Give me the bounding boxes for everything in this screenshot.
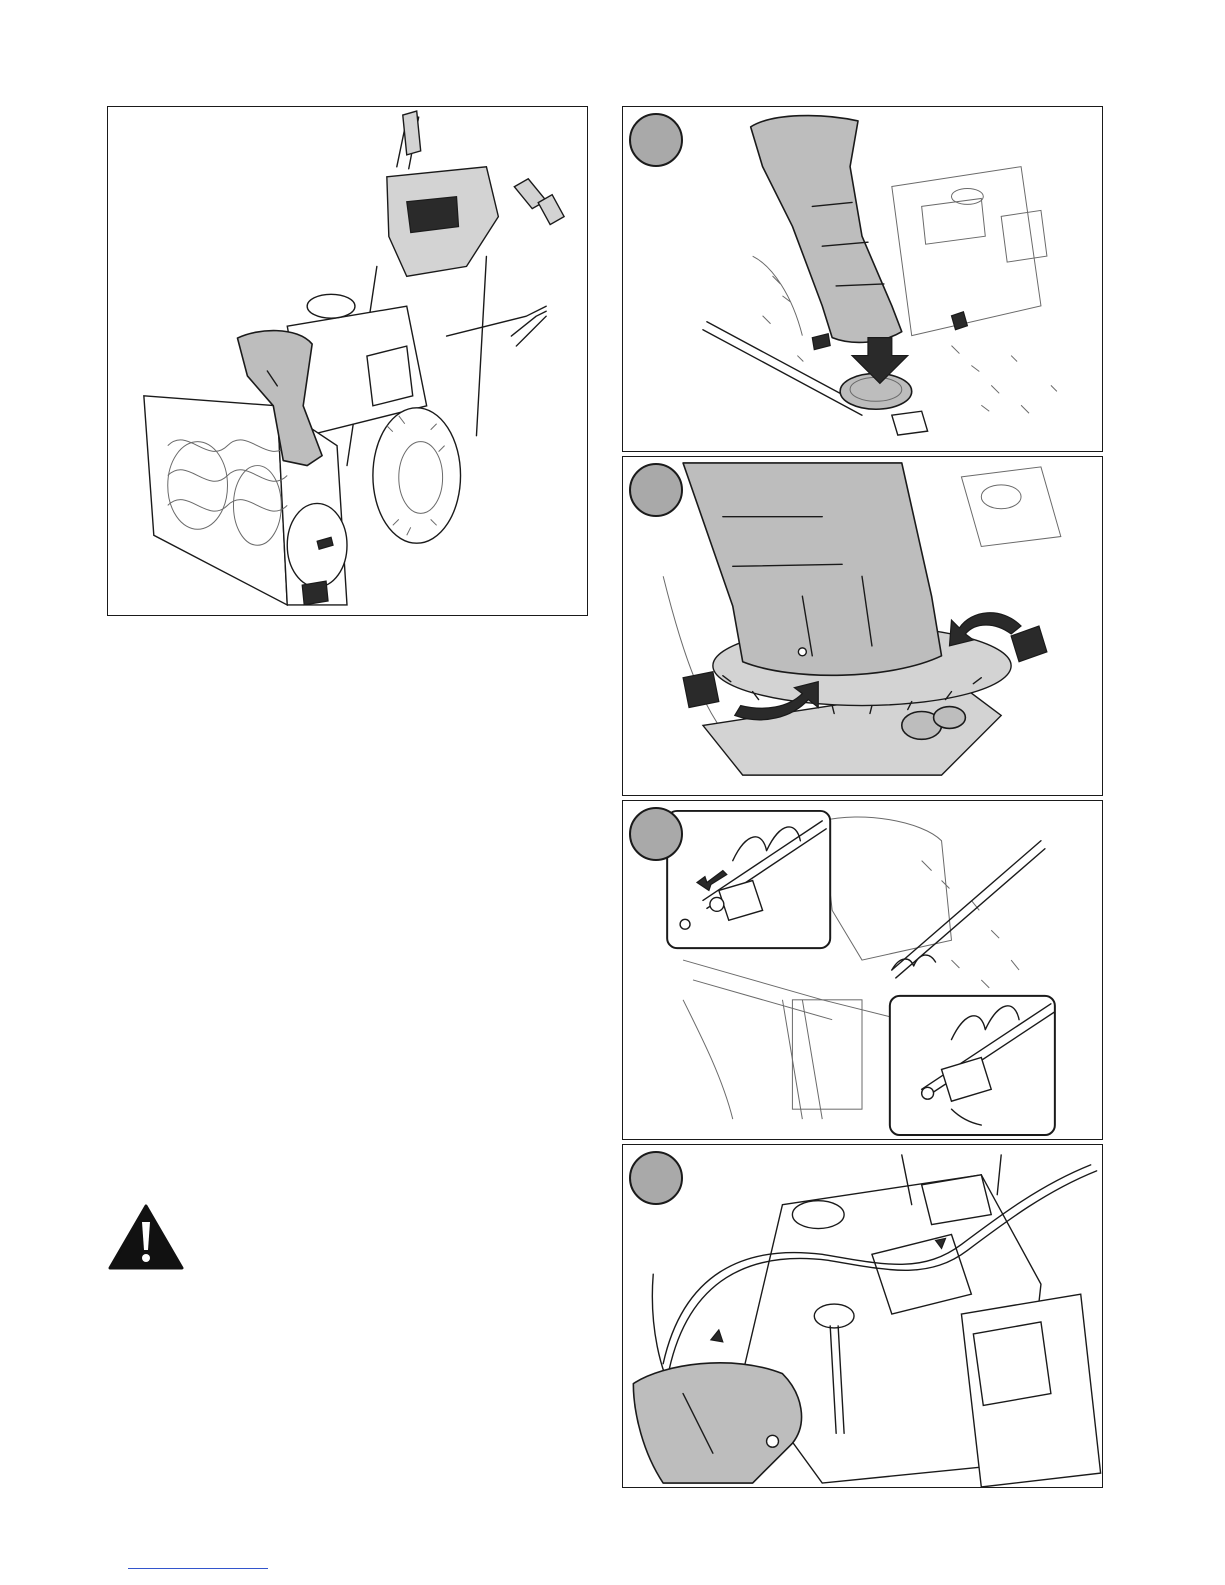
- chute-placement-illustration: [623, 107, 1102, 451]
- step-4-figure: [622, 1144, 1103, 1488]
- chute-flange-clamp-illustration: [623, 457, 1102, 795]
- snowblower-overview-illustration: [108, 107, 587, 615]
- overview-figure: [107, 106, 588, 616]
- step-badge-4: [629, 1151, 683, 1205]
- step-2-figure: [622, 456, 1103, 796]
- step-3-figure: [622, 800, 1103, 1140]
- step-1-figure: [622, 106, 1103, 452]
- footer-link[interactable]: [128, 1568, 268, 1569]
- curved-arrow-icon: [949, 613, 1021, 646]
- step-badge-1: [629, 113, 683, 167]
- warning-triangle-icon: [108, 1204, 184, 1270]
- spiral-rod-pin-illustration: [623, 801, 1102, 1139]
- step-badge-3: [629, 807, 683, 861]
- cable-routing-illustration: [623, 1145, 1102, 1487]
- step-badge-2: [629, 463, 683, 517]
